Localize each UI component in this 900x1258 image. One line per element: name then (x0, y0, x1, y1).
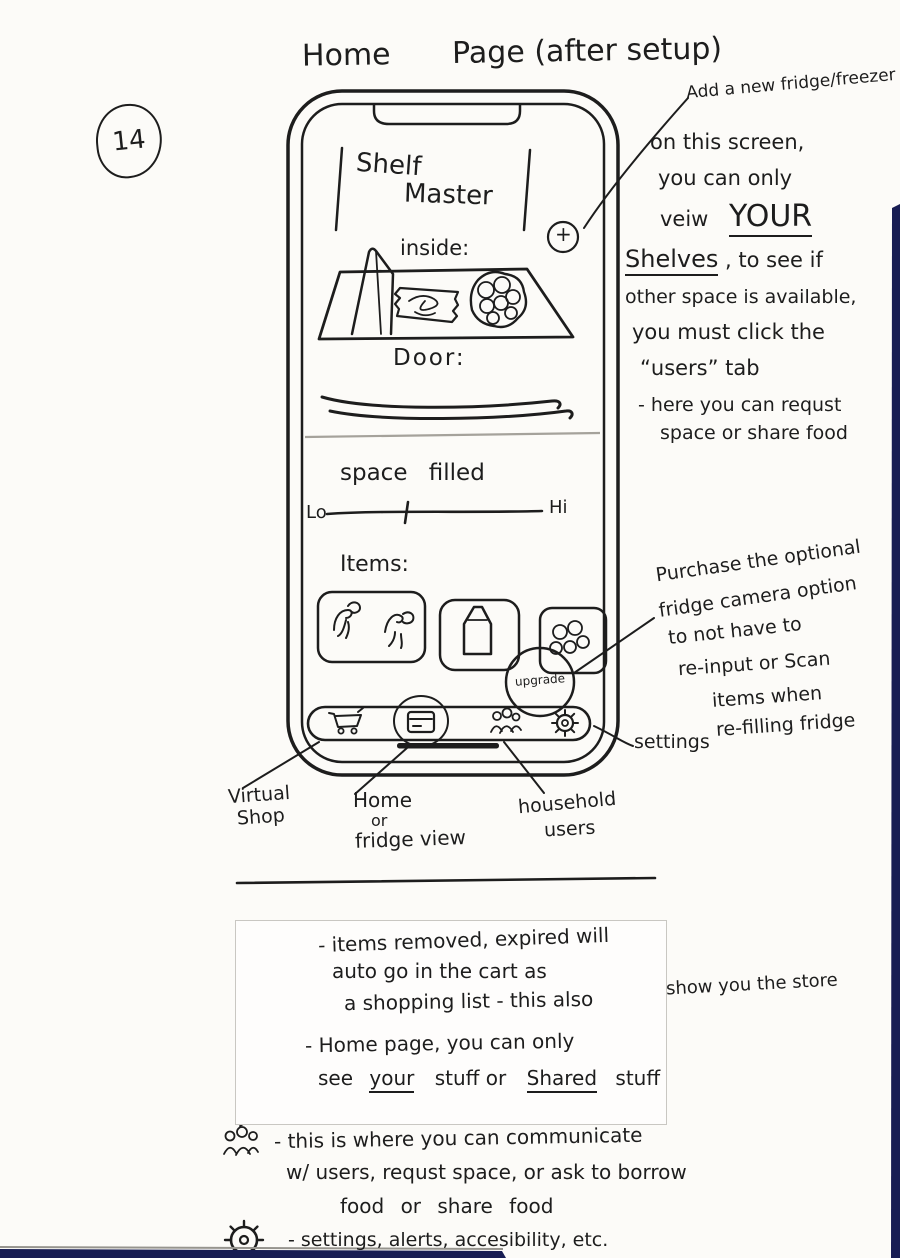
settings-callout-line (593, 725, 634, 747)
virtual-shop-label-l2: Shop (236, 804, 286, 830)
legend-box (235, 920, 667, 1125)
app-title-line1: Shelf (355, 147, 423, 183)
item-card-eggs (538, 606, 608, 675)
section-divider-line (235, 876, 657, 885)
page-title-word2: Page (after setup) (451, 31, 723, 72)
notch (372, 103, 522, 126)
door-label: Door: (393, 345, 466, 371)
addfridge-note-l10: space or share food (660, 422, 848, 444)
home-label-l1: Home (353, 788, 413, 812)
slider-hi-label: Hi (549, 497, 568, 518)
active-tab-circle (393, 695, 449, 747)
cart-icon (328, 707, 364, 735)
inside-label: inside: (400, 236, 470, 260)
legend-home-l1: - Home page, you can only (304, 1028, 575, 1058)
page-title-word1: Home (301, 37, 391, 74)
legend-home-l2-pre: see (318, 1066, 354, 1090)
add-button-glyph: + (555, 222, 572, 246)
page-title: Home Page (after setup) (301, 31, 723, 74)
addfridge-note-your-underlined: YOUR (729, 199, 813, 237)
page-number: 14 (110, 124, 148, 158)
legend-cart-l3: a shopping list - this also (343, 986, 594, 1016)
addfridge-note-l4-pre: veiw (660, 207, 709, 231)
addfridge-note-l5: Shelves , to see if (625, 245, 823, 276)
settings-callout-label: settings (634, 731, 710, 753)
addfridge-note-l2: on this screen, (650, 130, 805, 154)
items-label: Items: (340, 552, 409, 577)
addfridge-note-shelves-underlined: Shelves (625, 245, 719, 276)
addfridge-note-l9: - here you can requst (638, 394, 842, 416)
plus-icon (546, 220, 580, 254)
space-filled-label: space filled (340, 460, 485, 486)
addfridge-callout-line (583, 97, 689, 229)
addfridge-note-l3: you can only (658, 166, 793, 190)
item-card-produce (316, 590, 427, 664)
shop-callout-line (242, 741, 320, 789)
home-indicator-bar (397, 743, 499, 749)
addfridge-note-l6: other space is available, (625, 286, 857, 308)
space-filled-slider (325, 500, 544, 525)
home-callout-line (354, 747, 408, 795)
legend-cart-l2: auto go in the cart as (332, 959, 547, 983)
header-right-bar (522, 148, 532, 232)
addfridge-note-l7: you must click the (632, 320, 825, 344)
legend-home-shared-underlined: Shared (526, 1066, 598, 1093)
addfridge-note-l8: “users” tab (640, 356, 760, 380)
legend-home-l2-post: stuff (615, 1066, 661, 1090)
milk-carton-doodle (350, 247, 395, 336)
legend-users-icon (223, 1122, 259, 1156)
home-label-l2: or (371, 811, 388, 830)
legend-users-l3: food or share food (340, 1194, 554, 1218)
users-callout-line (503, 741, 545, 794)
gear-icon (551, 709, 579, 737)
upgrade-badge-circle (504, 646, 576, 718)
header-left-bar (334, 146, 344, 232)
home-icon (393, 695, 449, 747)
camera-callout-line (573, 617, 655, 674)
legend-home-l2: see your stuff or Shared stuff (318, 1066, 661, 1093)
scan-edge-bottom (0, 1249, 506, 1258)
legend-users-l1: - this is where you can communicate (273, 1122, 643, 1154)
scan-edge-bottom-shadow (0, 1246, 504, 1250)
addfridge-note-l4: veiw YOUR (660, 199, 813, 237)
pencil-divider (304, 431, 601, 439)
scan-edge-right (891, 204, 900, 1258)
item-card-bottle (438, 598, 521, 672)
addfridge-note-l5-post: , to see if (725, 248, 823, 272)
legend-users-l2: w/ users, requst space, or ask to borrow (286, 1160, 687, 1184)
bottom-nav-bar (306, 695, 592, 749)
slider-lo-label: Lo (306, 502, 327, 523)
snack-wrapper-doodle (393, 286, 460, 324)
shelf-drawing (317, 247, 575, 341)
phone-frame (286, 89, 620, 777)
users-icon (490, 707, 522, 734)
door-shelf-lines (320, 395, 574, 420)
legend-home-l2-mid: stuff or (434, 1066, 507, 1090)
household-users-label-l2: users (543, 816, 596, 842)
legend-gear-l1: - settings, alerts, accesibility, etc. (288, 1229, 609, 1251)
grapes-bag-doodle (469, 270, 528, 329)
app-title-line2: Master (403, 178, 494, 212)
home-label-l3: fridge view (354, 825, 467, 853)
legend-home-your-underlined: your (369, 1066, 415, 1093)
